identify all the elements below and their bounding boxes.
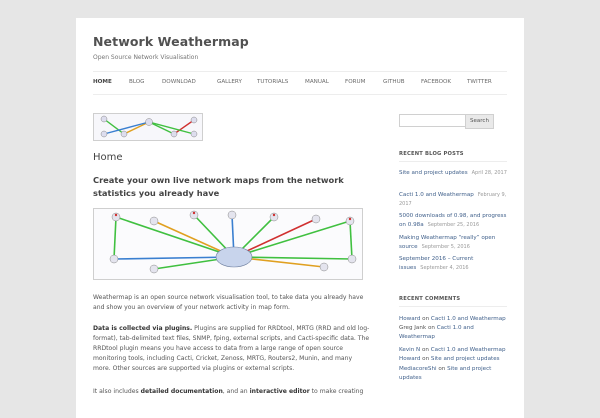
- post-title[interactable]: Making Weathermap “really” open source: [399, 235, 496, 250]
- comment-post-link[interactable]: Cacti 1.0 and Weathermap: [399, 325, 474, 340]
- nav-blog[interactable]: BLOG: [129, 79, 145, 85]
- example-network-map: [93, 208, 363, 280]
- nav-download[interactable]: DOWNLOAD: [162, 79, 196, 85]
- nav-forum[interactable]: FORUM: [345, 79, 366, 85]
- search-input[interactable]: [399, 114, 469, 127]
- features-prefix: It also includes: [93, 388, 141, 395]
- comment-author[interactable]: MediacoreShi: [399, 366, 437, 372]
- nav-manual[interactable]: MANUAL: [305, 79, 329, 85]
- network-map-image: [109, 210, 357, 274]
- post-title[interactable]: Cacti 1.0 and Weathermap: [399, 192, 474, 198]
- page-title: Home: [93, 152, 123, 163]
- divider: [399, 161, 507, 162]
- nav-gallery[interactable]: GALLERY: [217, 79, 242, 85]
- comment-on: on: [421, 347, 429, 353]
- header-map-thumbnail: [93, 113, 203, 141]
- comment-on: on: [422, 356, 430, 362]
- post-date: September 25, 2016: [427, 221, 480, 228]
- post-date: September 5, 2016: [421, 243, 470, 250]
- nav-home[interactable]: HOME: [93, 79, 112, 85]
- site-tagline: Open Source Network Visualisation: [93, 54, 199, 61]
- search-button[interactable]: Search: [465, 114, 494, 129]
- comment-on: on: [427, 325, 435, 331]
- headline: Create your own live network maps from t…: [93, 175, 344, 198]
- features-suffix: to make creating: [309, 388, 364, 395]
- comment-on: on: [438, 366, 446, 372]
- post-title[interactable]: Site and project updates: [399, 170, 468, 176]
- recent-comments-heading: RECENT COMMENTS: [399, 296, 461, 302]
- recent-comment-item: MediacoreShi on Site and project updates: [399, 365, 511, 382]
- comment-author[interactable]: Kevin N: [399, 347, 421, 353]
- post-title[interactable]: 5000 downloads of 0.98, and progress on …: [399, 213, 507, 228]
- post-date: September 4, 2016: [420, 264, 469, 271]
- post-date: April 28, 2017: [471, 170, 507, 176]
- recent-comment-item: Greg Jank on Cacti 1.0 and Weathermap: [399, 324, 511, 341]
- nav-facebook[interactable]: FACEBOOK: [421, 79, 452, 85]
- comment-post-link[interactable]: Cacti 1.0 and Weathermap: [430, 347, 506, 353]
- comment-post-link[interactable]: Cacti 1.0 and Weathermap: [430, 316, 506, 322]
- plugins-text: Plugins are supplied for RRDtool, MRTG (…: [93, 325, 370, 372]
- nav-tutorials[interactable]: TUTORIALS: [257, 79, 289, 85]
- site-title[interactable]: Network Weathermap: [93, 34, 249, 49]
- documentation-link[interactable]: detailed documentation: [140, 388, 223, 395]
- network-map-thumbnail-image: [100, 115, 198, 138]
- plugins-lead: Data is collected via plugins.: [93, 325, 193, 332]
- comment-post-link[interactable]: Site and project updates: [430, 356, 500, 362]
- comment-author[interactable]: Howard: [399, 356, 421, 362]
- recent-post-item[interactable]: 5000 downloads of 0.98, and progress on …: [399, 212, 509, 229]
- divider: [399, 306, 507, 307]
- features-mid: , and an: [222, 388, 250, 395]
- nav-github[interactable]: GITHUB: [383, 79, 405, 85]
- post-title[interactable]: September 2016 – Current issues: [399, 256, 474, 271]
- recent-comment-item: Kevin N on Cacti 1.0 and Weathermap: [399, 346, 511, 355]
- editor-link[interactable]: interactive editor: [249, 388, 310, 395]
- recent-comment-item: Howard on Cacti 1.0 and Weathermap: [399, 315, 511, 324]
- nav-twitter[interactable]: TWITTER: [467, 79, 492, 85]
- comment-on: on: [422, 316, 430, 322]
- recent-comment-item: Howard on Site and project updates: [399, 355, 511, 364]
- features-paragraph: It also includes detailed documentation,…: [93, 387, 371, 397]
- intro-paragraph: Weathermap is an open source network vis…: [93, 294, 364, 311]
- comment-post-link[interactable]: Site and project updates: [399, 366, 492, 381]
- comment-author: Greg Jank: [399, 325, 427, 331]
- main-nav: HOME BLOG DOWNLOAD GALLERY TUTORIALS MAN…: [93, 71, 507, 95]
- recent-posts-heading: RECENT BLOG POSTS: [399, 151, 464, 157]
- page-container: Network Weathermap Open Source Network V…: [76, 18, 524, 418]
- comment-author[interactable]: Howard: [399, 316, 421, 322]
- plugins-paragraph: Data is collected via plugins. Plugins a…: [93, 324, 371, 374]
- post-date: February 9, 2017: [399, 192, 507, 207]
